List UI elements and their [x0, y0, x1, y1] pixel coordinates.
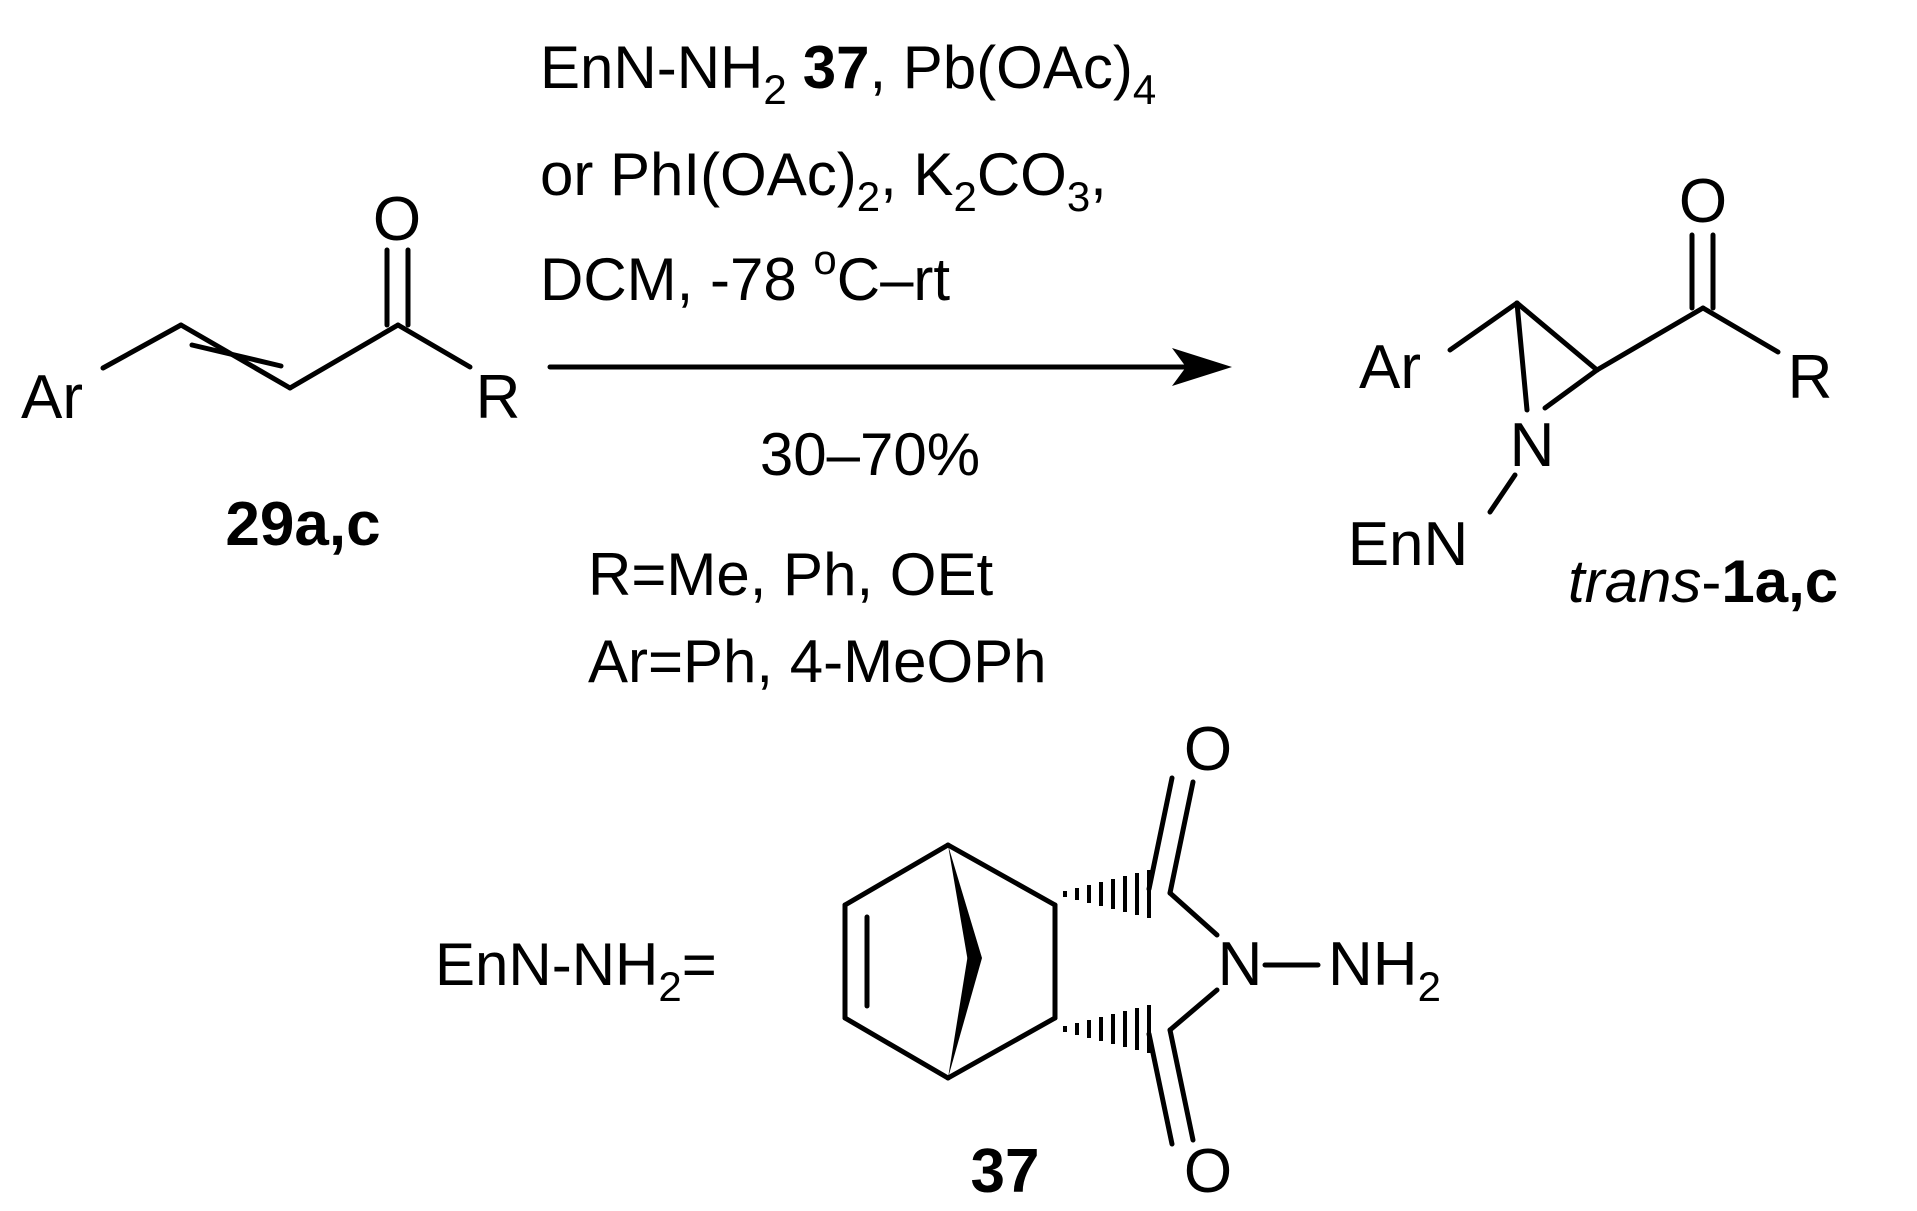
reactant-29: O Ar R 29a,c [21, 185, 520, 559]
reactant-label: 29a,c [225, 490, 380, 559]
bond-top-co-double [1167, 779, 1196, 896]
product-nitrogen: N [1510, 411, 1555, 480]
product-enn: EnN [1348, 510, 1469, 579]
product-label: trans-1a,c [1568, 548, 1838, 615]
product-oxygen: O [1679, 167, 1727, 236]
reaction-arrow-head [1172, 348, 1232, 386]
reagent-37-definition: EnN-NH2= [435, 931, 717, 1010]
reactant-aryl: Ar [21, 363, 83, 432]
reagent-37-oxygen-top: O [1184, 715, 1232, 784]
reagent-37-nitrogen: N [1218, 930, 1263, 999]
hash-bond-top [1063, 870, 1151, 918]
bond-c-bottom-carbonyl-n [1167, 987, 1220, 1033]
bond-c3-r [395, 322, 473, 370]
bond-ring-3 [945, 1015, 1058, 1081]
reactant-oxygen: O [373, 185, 421, 254]
bond-c1-c2-double-inner [189, 342, 284, 369]
bridge-wedge-bottom [948, 954, 982, 1078]
conditions-scope-r: R=Me, Ph, OEt [588, 541, 993, 608]
reagent-37-nh2: NH2 [1328, 930, 1441, 1010]
bond-c-top-carbonyl-n [1167, 890, 1220, 938]
bond-ar-c1 [100, 322, 184, 371]
bond-c2-n [1514, 300, 1530, 413]
bond-c3-carbonyl [1594, 305, 1706, 373]
reagent-37-oxygen-bottom: O [1184, 1137, 1232, 1206]
bond-ar-c2 [1447, 300, 1520, 353]
conditions-yield: 30–70% [760, 421, 980, 488]
bond-ring-4 [842, 1015, 951, 1081]
bond-c3-n [1542, 367, 1600, 411]
bond-n-enn [1487, 472, 1518, 515]
hash-bond-bottom [1063, 1005, 1151, 1053]
bond-bottom-co-double-inner [1146, 1031, 1175, 1147]
reactant-r-group: R [476, 363, 521, 432]
product-r-group: R [1788, 343, 1833, 412]
conditions-line-3: DCM, -78 oC–rt [540, 236, 950, 313]
bond-c2-c3 [1514, 300, 1600, 373]
bridge-wedge-top [948, 845, 982, 962]
conditions-line-2: or PhI(OAc)2, K2CO3, [540, 141, 1107, 220]
bond-ring-6 [842, 842, 951, 908]
bond-bottom-co-double [1167, 1027, 1196, 1143]
bond-c2-c3 [287, 322, 401, 391]
reagent-37: EnN-NH2= [435, 715, 1441, 1206]
bond-ring-1 [945, 842, 1058, 908]
product-1: O Ar N R EnN trans-1a,c [1348, 167, 1838, 615]
conditions-scope-ar: Ar=Ph, 4-MeOPh [588, 628, 1047, 695]
bond-top-co-double-inner [1146, 775, 1175, 892]
bond-carbonyl-r [1700, 305, 1781, 355]
product-aryl: Ar [1359, 333, 1421, 402]
reagent-37-label: 37 [971, 1137, 1040, 1206]
